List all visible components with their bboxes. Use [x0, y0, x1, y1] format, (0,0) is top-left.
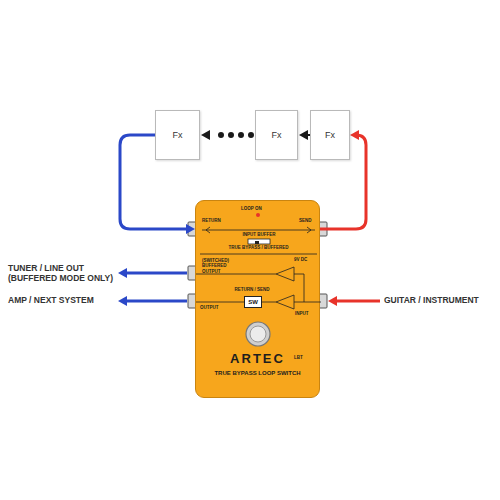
- arrow-head: [201, 130, 210, 140]
- switch-label: SW: [248, 299, 258, 305]
- arrow-head: [350, 130, 359, 140]
- effect-box: Fx: [310, 110, 350, 160]
- panel-marking: LOOP ON: [241, 206, 276, 211]
- switch-box: SW: [244, 296, 262, 308]
- arrow-head: [299, 130, 308, 140]
- effect-label: Fx: [272, 130, 282, 140]
- signal-arrows: [118, 268, 380, 306]
- connector-dots: [213, 132, 251, 138]
- effect-label: Fx: [325, 130, 335, 140]
- signal-label: TUNER / LINE OUT (BUFFERED MODE ONLY): [8, 264, 120, 284]
- product-name: TRUE BYPASS LOOP SWITCH: [196, 370, 319, 376]
- panel-marking: RETURN / SEND: [232, 287, 272, 292]
- effect-box: Fx: [155, 110, 200, 160]
- panel-marking: (SWITCHED) BUFFERED OUTPUT: [202, 258, 244, 274]
- signal-label: GUITAR / INSTRUMENT: [384, 296, 496, 306]
- panel-marking: INPUT: [295, 311, 319, 316]
- panel-marking: OUTPUT: [200, 305, 230, 310]
- signal-connector: [201, 130, 251, 140]
- panel-marking: INPUT BUFFER: [234, 232, 284, 237]
- panel-marking: TRUE BYPASS / BUFFERED: [221, 245, 296, 250]
- panel-marking: RETURN: [202, 218, 232, 223]
- signal-label: AMP / NEXT SYSTEM: [8, 296, 120, 306]
- signal-connector: [299, 130, 310, 140]
- pedal-body: ARTECTRUE BYPASS LOOP SWITCHSWRETURNLOOP…: [195, 200, 320, 398]
- panel-marking: SEND: [299, 218, 319, 223]
- panel-marking: 9V DC: [294, 257, 319, 262]
- arrow-head: [186, 224, 195, 234]
- panel-marking: LBT: [294, 355, 314, 360]
- effect-label: Fx: [173, 130, 183, 140]
- effect-box: Fx: [255, 110, 298, 160]
